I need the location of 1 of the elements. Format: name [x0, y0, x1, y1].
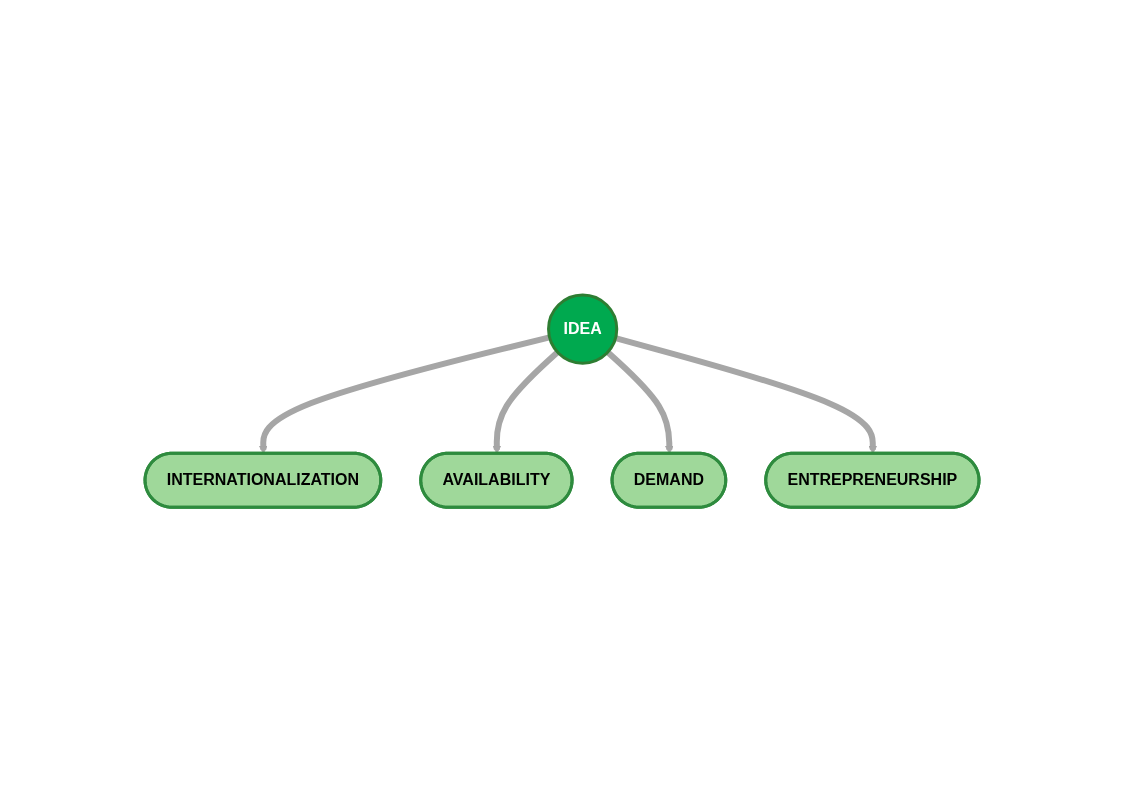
node-circle: IDEA — [547, 293, 619, 366]
